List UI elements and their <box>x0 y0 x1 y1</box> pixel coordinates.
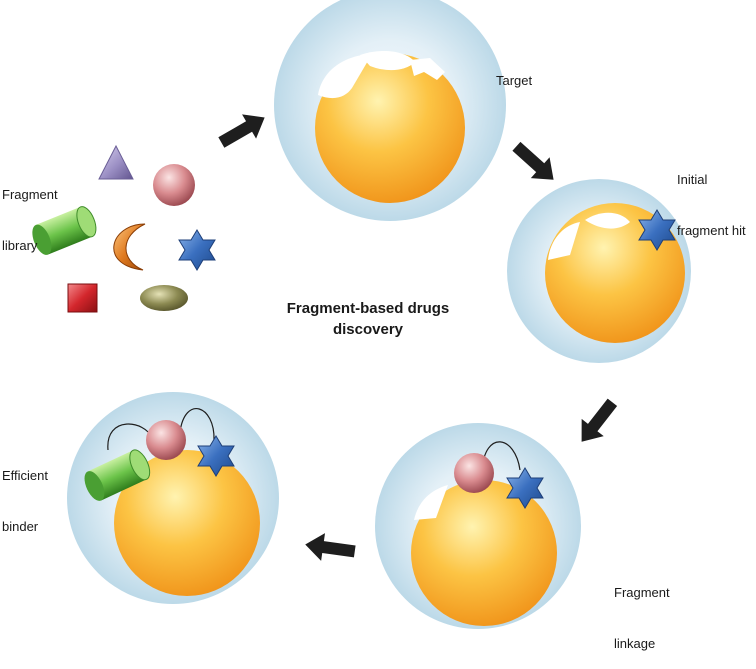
bound-star-fragment <box>638 209 676 251</box>
diagram-title: Fragment-based drugs discovery <box>250 298 486 340</box>
bound-sphere-fragment <box>146 420 186 460</box>
binding-pocket <box>318 54 372 99</box>
binder-core <box>114 450 260 596</box>
target-core <box>315 53 465 203</box>
bound-sphere-fragment <box>454 453 494 493</box>
arrow-to-target <box>218 114 265 148</box>
bound-star-fragment <box>197 435 235 477</box>
binding-pocket <box>414 485 448 520</box>
target-protein <box>274 0 506 221</box>
label-efficient-binder: Efficient binder <box>2 468 49 534</box>
binding-pocket <box>360 50 415 71</box>
efficient-binder-protein <box>67 392 279 604</box>
label-fragment-linkage: Fragment linkage <box>614 585 670 651</box>
title-line-2: discovery <box>332 321 404 338</box>
star-fragment <box>178 229 216 271</box>
label-initial-fragment-hit: Initial fragment hit <box>677 172 746 238</box>
title-line-1: Fragment-based drugs <box>286 300 450 317</box>
ellipse-fragment <box>140 285 188 311</box>
cylinder-fragment <box>32 206 97 255</box>
binding-pocket <box>410 58 445 80</box>
binding-pocket <box>585 212 630 229</box>
label-target: Target <box>496 73 533 88</box>
fbdd-diagram <box>32 0 691 629</box>
crescent-fragment <box>113 223 146 271</box>
linker-wire <box>179 408 215 441</box>
linkage-core <box>411 480 557 626</box>
bound-cylinder-fragment <box>84 449 151 501</box>
arrow-to-linkage <box>581 398 618 442</box>
triangle-fragment <box>98 144 134 180</box>
cube-fragment <box>67 283 98 313</box>
arrow-to-efficient-binder <box>305 533 356 561</box>
initial-hit-protein <box>507 179 691 363</box>
sphere-fragment <box>153 164 195 206</box>
linkage-protein <box>375 423 581 629</box>
label-fragment-library: Fragment library <box>2 187 58 253</box>
arrow-to-initial-hit <box>512 141 554 180</box>
binding-pocket <box>548 222 580 260</box>
bound-star-fragment <box>506 467 544 509</box>
fragment-library <box>32 144 216 313</box>
